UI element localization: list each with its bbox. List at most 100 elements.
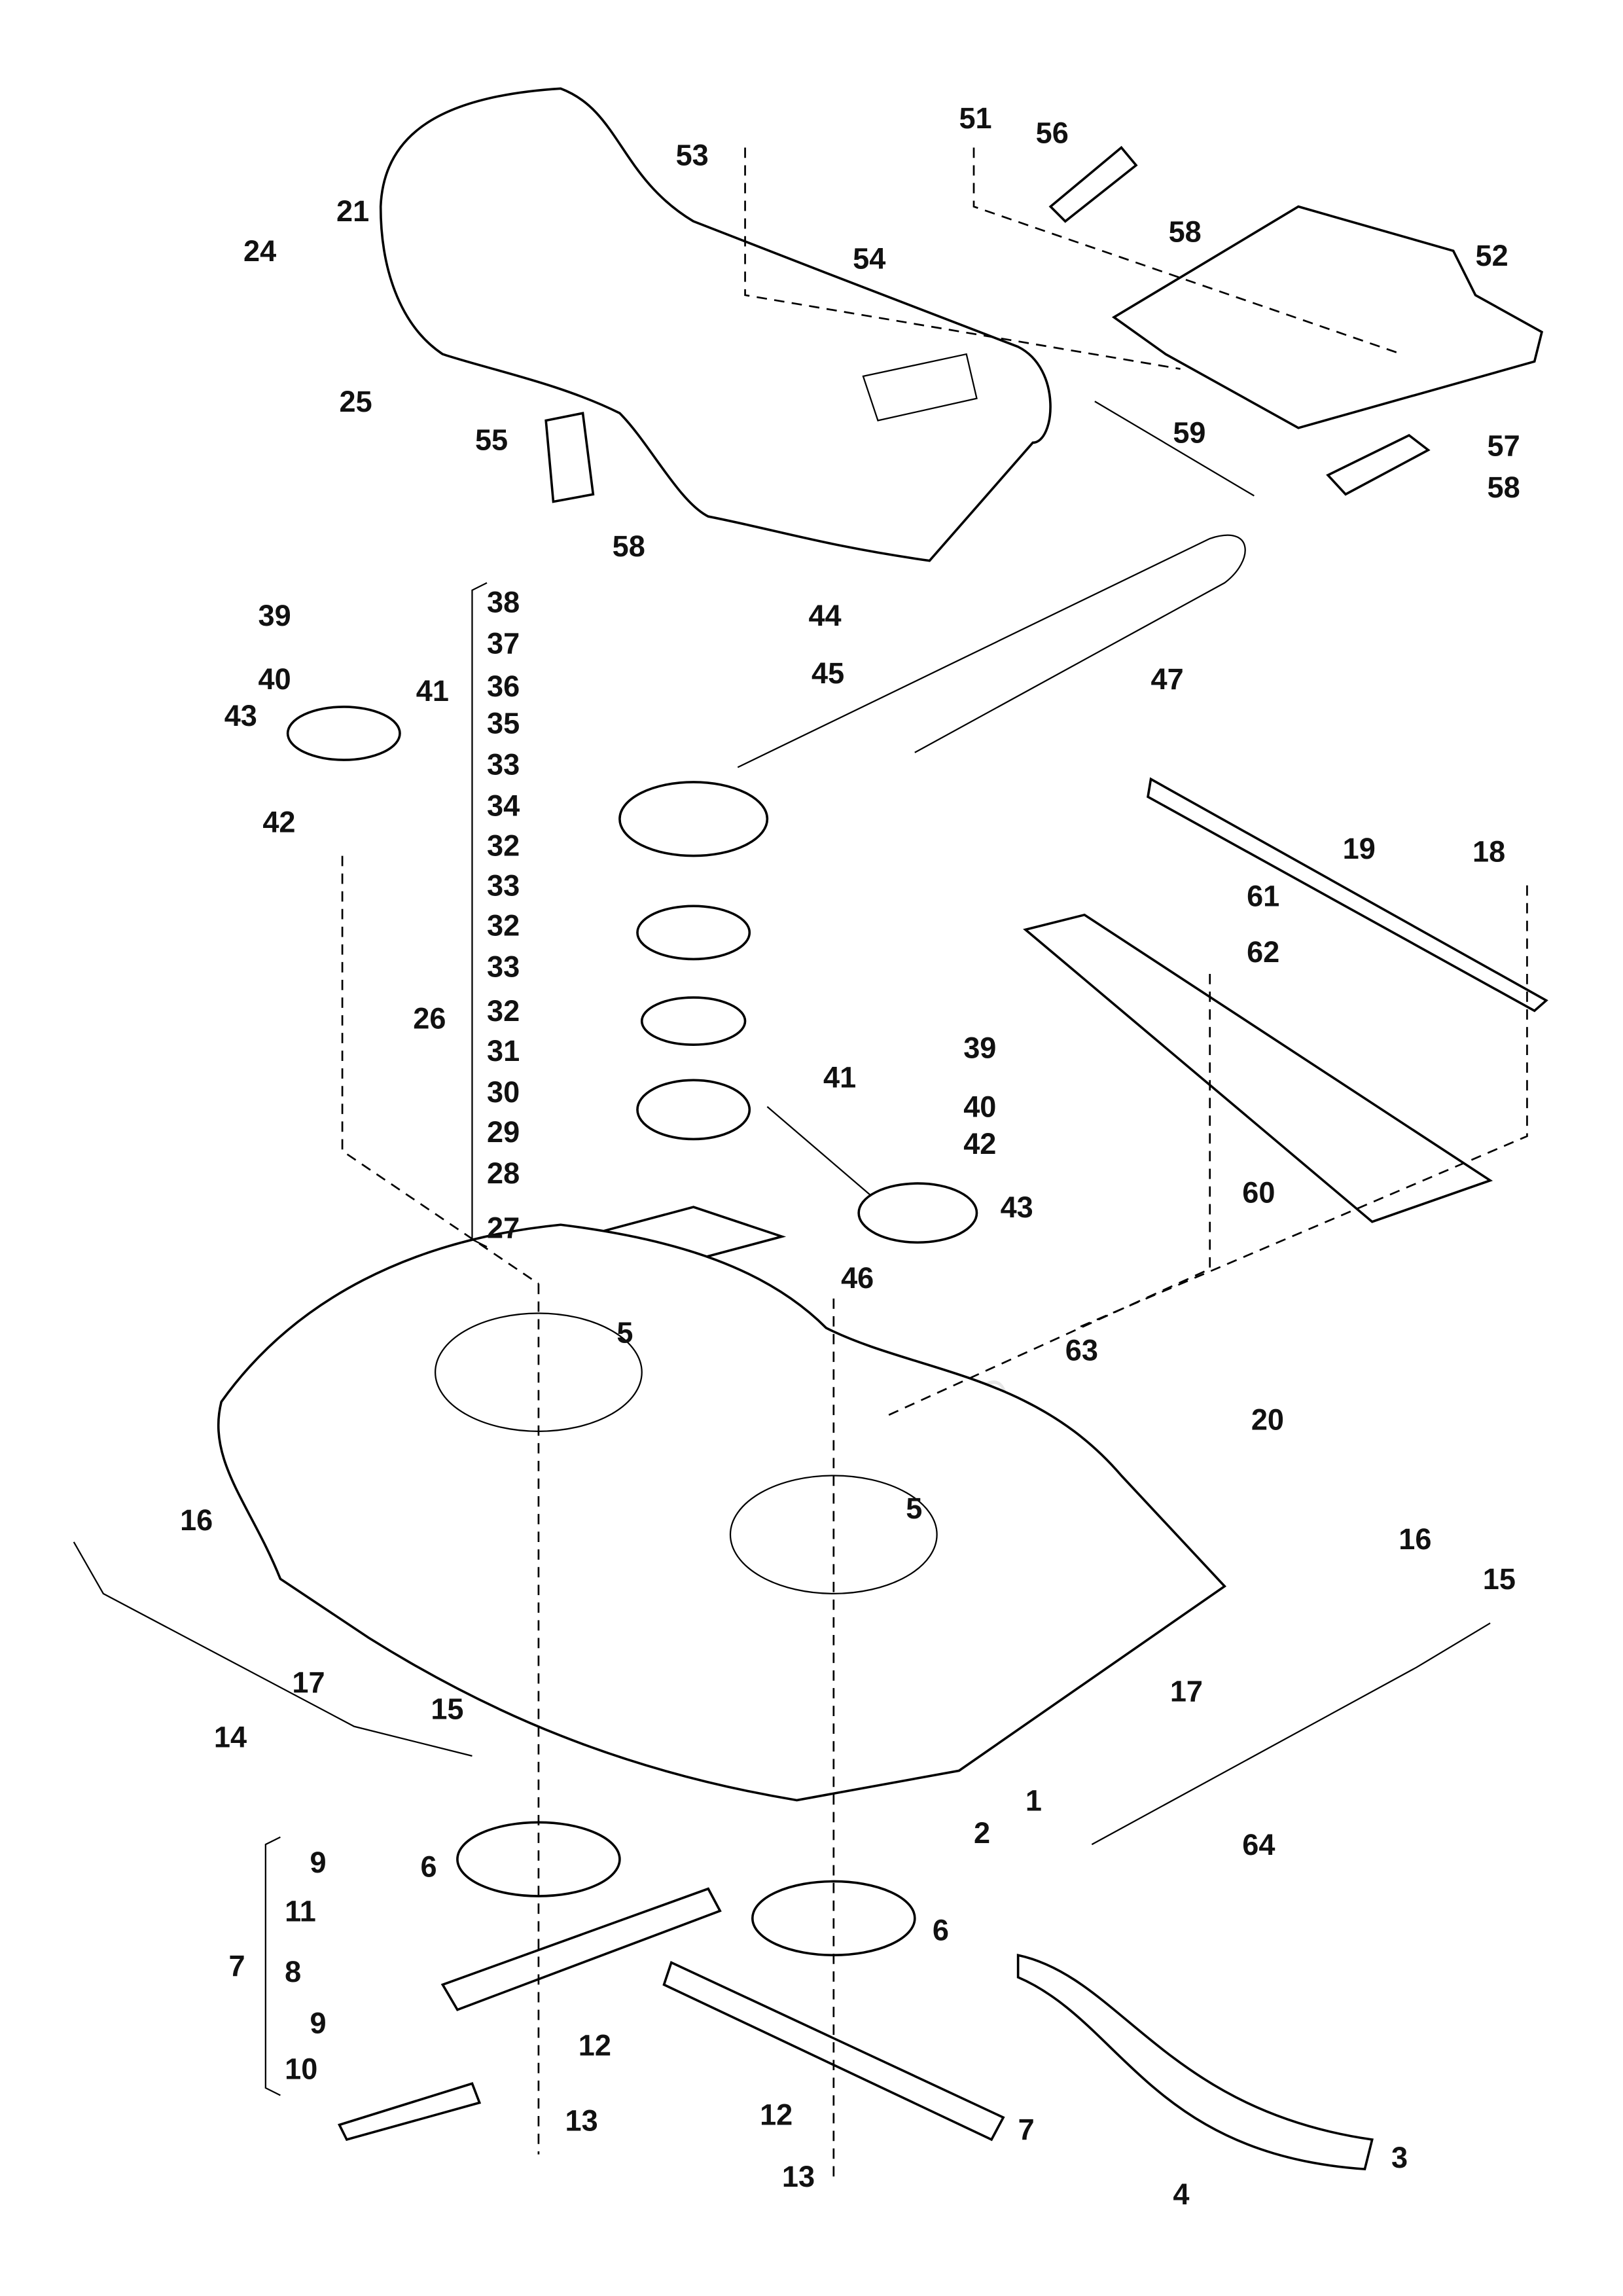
side-plate-57 [1326, 433, 1431, 496]
part-label-9: 9 [310, 1846, 326, 1879]
part-label-12: 12 [760, 2098, 793, 2131]
part-label-39: 39 [963, 1031, 996, 1064]
part-label-37: 37 [487, 627, 520, 660]
part-label-62: 62 [1247, 935, 1279, 969]
part-label-58: 58 [613, 529, 645, 563]
part-label-17: 17 [1170, 1674, 1203, 1708]
part-label-16: 16 [1399, 1522, 1431, 1556]
part-label-40: 40 [963, 1090, 996, 1124]
pulley-35 [618, 781, 769, 857]
bracket-line-7 [264, 1836, 281, 2096]
part-label-58: 58 [1488, 471, 1520, 504]
bracket-line-26 [471, 582, 488, 1248]
part-label-35: 35 [487, 706, 520, 740]
part-label-64: 64 [1242, 1828, 1275, 1861]
part-label-18: 18 [1472, 835, 1505, 869]
part-label-45: 45 [812, 656, 844, 690]
part-label-32: 32 [487, 908, 520, 942]
drive-belt [737, 534, 1246, 768]
part-label-54: 54 [853, 242, 885, 275]
part-label-24: 24 [243, 234, 276, 268]
part-label-25: 25 [340, 385, 372, 418]
part-label-46: 46 [841, 1261, 874, 1295]
part-label-26: 26 [413, 1001, 446, 1035]
part-label-61: 61 [1247, 879, 1279, 912]
part-label-53: 53 [676, 139, 709, 172]
part-label-7: 7 [1018, 2113, 1035, 2146]
mulch-blade-8 [337, 2082, 482, 2142]
part-label-43: 43 [1001, 1191, 1033, 1224]
part-label-42: 42 [262, 806, 295, 839]
bar-14 [73, 1541, 473, 1757]
part-label-56: 56 [1036, 117, 1069, 150]
part-label-60: 60 [1242, 1175, 1275, 1209]
timing-belt-41 [766, 1106, 871, 1196]
part-label-15: 15 [1483, 1562, 1516, 1596]
part-label-52: 52 [1476, 239, 1508, 272]
part-label-55: 55 [475, 423, 508, 457]
part-label-9: 9 [310, 2007, 326, 2040]
part-label-21: 21 [336, 194, 369, 228]
part-label-16: 16 [180, 1503, 213, 1537]
side-plate-55 [544, 412, 595, 503]
blade-left [440, 1887, 722, 2011]
assembly-line [341, 147, 1528, 2184]
part-label-33: 33 [487, 869, 520, 902]
rod [1094, 401, 1255, 497]
part-label-41: 41 [416, 674, 449, 708]
part-label-27: 27 [487, 1211, 520, 1245]
part-label-19: 19 [1343, 832, 1376, 865]
belt-cover [379, 87, 1052, 562]
plate-60 [1023, 913, 1493, 1223]
part-label-32: 32 [487, 829, 520, 863]
part-label-44: 44 [808, 599, 841, 632]
washer-plate-32 [640, 996, 747, 1046]
part-label-33: 33 [487, 950, 520, 983]
pulley-33 [636, 905, 751, 961]
part-label-41: 41 [823, 1061, 856, 1094]
pulley-43-right [857, 1182, 978, 1244]
cover-decal [862, 353, 978, 422]
part-label-4: 4 [1173, 2178, 1189, 2211]
part-label-3: 3 [1391, 2141, 1408, 2174]
part-label-6: 6 [421, 1850, 437, 1884]
part-label-30: 30 [487, 1075, 520, 1109]
deflector-3 [1016, 1953, 1374, 2171]
part-label-57: 57 [1488, 429, 1520, 463]
part-label-36: 36 [487, 670, 520, 703]
bar-64 [1091, 1622, 1491, 1846]
part-label-5: 5 [616, 1316, 633, 1350]
part-label-8: 8 [285, 1955, 301, 1988]
part-label-32: 32 [487, 994, 520, 1028]
part-label-47: 47 [1151, 662, 1184, 696]
part-label-13: 13 [782, 2160, 815, 2193]
part-label-38: 38 [487, 586, 520, 619]
bar-19 [1147, 777, 1548, 1013]
cutting-deck [217, 1223, 1227, 1802]
part-label-12: 12 [579, 2029, 611, 2062]
part-label-28: 28 [487, 1157, 520, 1190]
part-label-34: 34 [487, 789, 520, 823]
part-label-11: 11 [285, 1894, 316, 1928]
part-label-29: 29 [487, 1115, 520, 1149]
part-label-10: 10 [285, 2053, 317, 2086]
part-label-58: 58 [1169, 215, 1202, 249]
part-label-33: 33 [487, 748, 520, 781]
part-label-5: 5 [906, 1492, 922, 1525]
part-label-51: 51 [959, 101, 991, 135]
part-label-15: 15 [431, 1692, 463, 1725]
part-label-40: 40 [259, 662, 291, 696]
part-label-20: 20 [1251, 1403, 1284, 1437]
part-label-59: 59 [1173, 416, 1205, 449]
part-label-2: 2 [974, 1816, 990, 1850]
part-label-31: 31 [487, 1034, 520, 1067]
part-label-39: 39 [259, 599, 291, 632]
pulley-43-left [286, 706, 401, 761]
part-label-43: 43 [224, 699, 257, 732]
part-label-14: 14 [214, 1720, 247, 1753]
part-label-17: 17 [292, 1666, 325, 1699]
part-label-42: 42 [963, 1127, 996, 1160]
